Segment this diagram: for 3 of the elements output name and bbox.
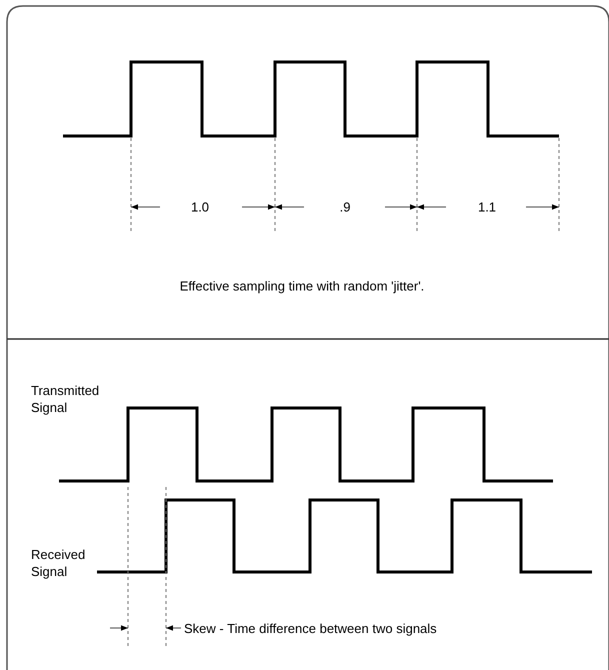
annotation-text: Skew - Time difference between two signals <box>184 620 437 637</box>
signal-label: Received Signal <box>31 546 86 580</box>
signal-label: Transmitted Signal <box>31 382 100 416</box>
